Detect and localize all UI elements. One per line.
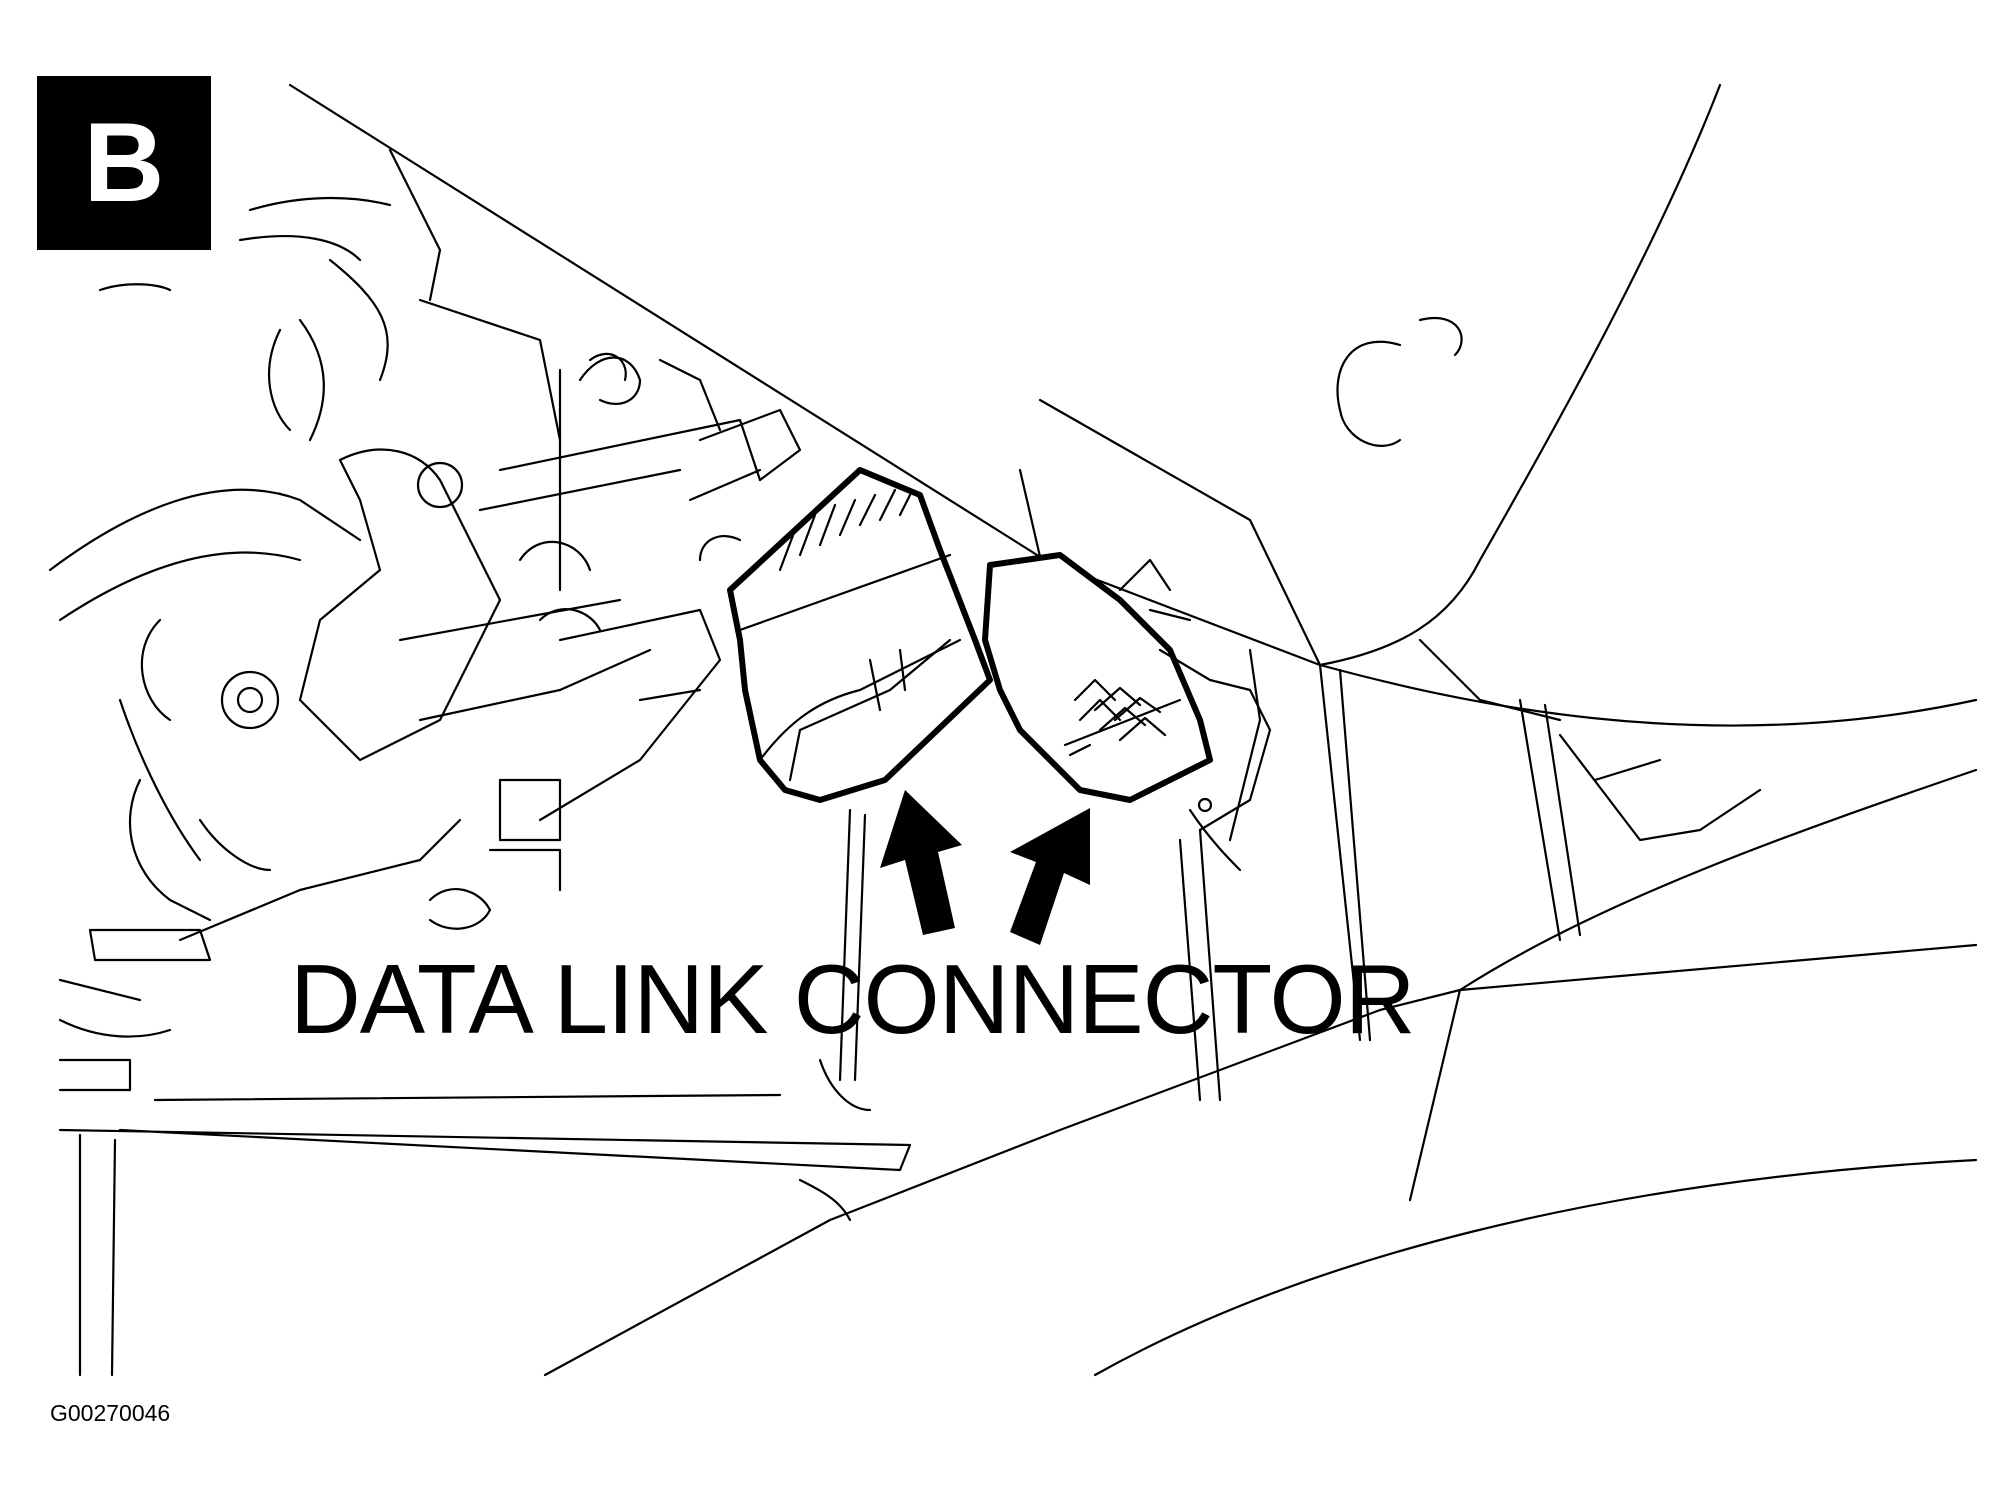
- callout-label: DATA LINK CONNECTOR: [290, 944, 1416, 1054]
- vehicle-dlc-socket: [982, 552, 1272, 872]
- console-lines: [58, 663, 1978, 1377]
- pointer-arrows: [880, 790, 1090, 945]
- figure-id: G00270046: [50, 1400, 171, 1426]
- background-components: [48, 148, 1052, 1092]
- scan-tool-plug: [727, 467, 993, 803]
- section-letter: B: [83, 100, 165, 225]
- support-lines: [798, 648, 1262, 1222]
- section-badge: B: [37, 76, 211, 250]
- up-arrow-icon: [880, 790, 962, 935]
- up-right-arrow-icon: [1010, 808, 1090, 945]
